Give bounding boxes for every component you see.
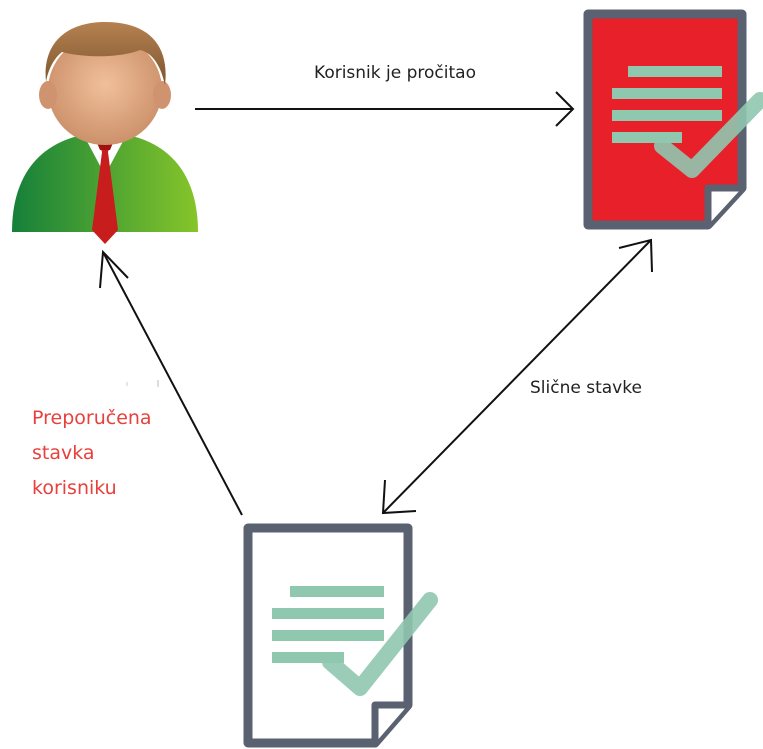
label-recommended-line2: stavka (32, 442, 95, 464)
label-user-read: Korisnik je pročitao (314, 63, 476, 83)
label-similar-items: Slične stavke (530, 378, 642, 398)
arrow-recommended (99, 249, 243, 516)
white-document-icon (243, 523, 438, 748)
arrow-user-to-doc (195, 91, 575, 127)
label-recommended-line1: Preporučena (32, 407, 152, 429)
label-recommended-line3: korisniku (32, 477, 117, 499)
artifact-marks (126, 380, 159, 387)
arrow-similar-items (381, 238, 653, 515)
red-document-icon (583, 9, 763, 230)
user-icon (12, 22, 198, 244)
